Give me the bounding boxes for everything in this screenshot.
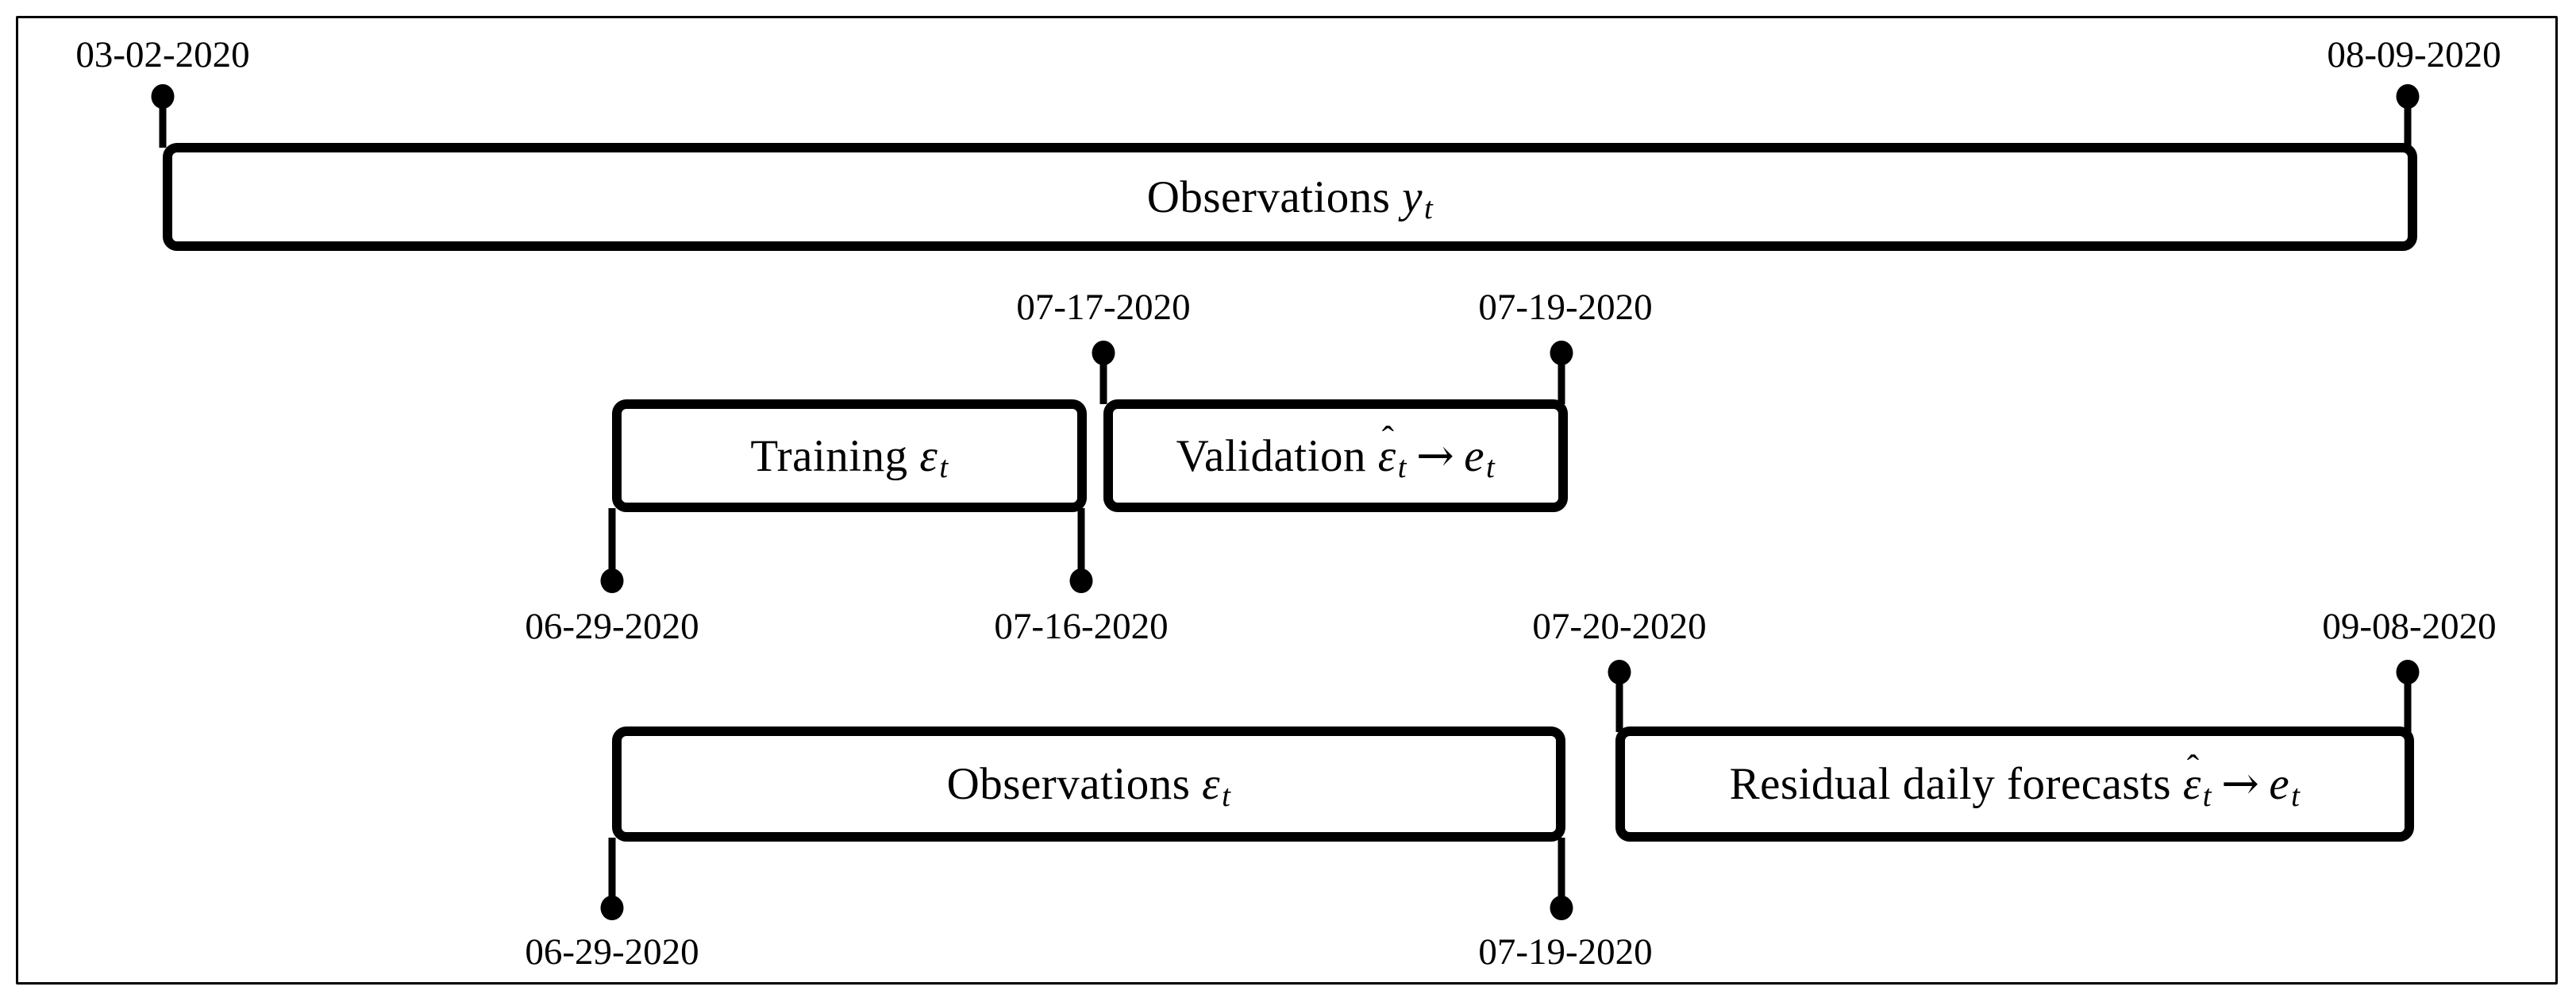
timeline-stem — [159, 96, 167, 148]
bar-training-label: Training εt — [750, 430, 948, 483]
date-label: 07-16-2020 — [994, 606, 1169, 647]
label-text: Observations — [1146, 171, 1403, 222]
date-label: 07-19-2020 — [1478, 931, 1653, 973]
timeline-stem — [608, 508, 616, 580]
date-label: 07-20-2020 — [1532, 606, 1707, 647]
bar-observations-eps-label: Observations εt — [946, 759, 1231, 811]
timeline-stem — [1558, 353, 1565, 404]
math-subscript: t — [1397, 450, 1407, 485]
label-text: Residual daily forecasts — [1729, 759, 2183, 809]
bar-training: Training εt — [612, 399, 1087, 512]
math-subscript: t — [1486, 450, 1496, 485]
date-label: 06-29-2020 — [525, 606, 699, 647]
date-label: 03-02-2020 — [75, 34, 250, 75]
math-subscript: t — [1222, 778, 1231, 813]
math-subscript: t — [939, 450, 949, 485]
arrow-glyph: → — [2221, 757, 2260, 810]
timeline-stem — [1099, 353, 1107, 404]
date-label: 07-19-2020 — [1478, 287, 1653, 328]
date-label: 09-08-2020 — [2322, 606, 2497, 647]
timeline-stem — [1615, 672, 1623, 732]
math-subscript: t — [1424, 191, 1434, 226]
arrow-glyph: → — [1415, 429, 1455, 482]
timeline-stem — [1077, 508, 1085, 580]
date-label: 07-17-2020 — [1016, 287, 1191, 328]
figure-border — [16, 16, 2558, 985]
date-label: 06-29-2020 — [525, 931, 699, 973]
math-var: y — [1402, 171, 1423, 222]
bar-observations-yt-label: Observations yt — [1146, 171, 1434, 224]
label-text: Validation — [1176, 430, 1378, 481]
label-text: Training — [750, 430, 920, 481]
bar-observations-yt: Observations yt — [163, 143, 2417, 251]
date-label: 08-09-2020 — [2327, 34, 2501, 75]
hat-accent: ˆ — [2186, 746, 2200, 788]
math-var: e — [2269, 759, 2290, 809]
math-var: ε — [2182, 759, 2201, 809]
math-subscript: t — [2291, 778, 2301, 813]
bar-observations-eps: Observations εt — [612, 726, 1565, 842]
math-var: ε — [919, 430, 938, 481]
math-var: ε — [1377, 430, 1396, 481]
timeline-stem — [2404, 672, 2412, 732]
hat-accent: ˆ — [1381, 418, 1395, 459]
math-var: ε — [1202, 759, 1221, 809]
timeline-stem — [2404, 96, 2412, 148]
timeline-stem — [608, 838, 616, 908]
timeline-stem — [1558, 838, 1565, 908]
math-var: e — [1464, 430, 1485, 481]
math-subscript: t — [2202, 778, 2212, 813]
label-text: Observations — [946, 759, 1203, 809]
